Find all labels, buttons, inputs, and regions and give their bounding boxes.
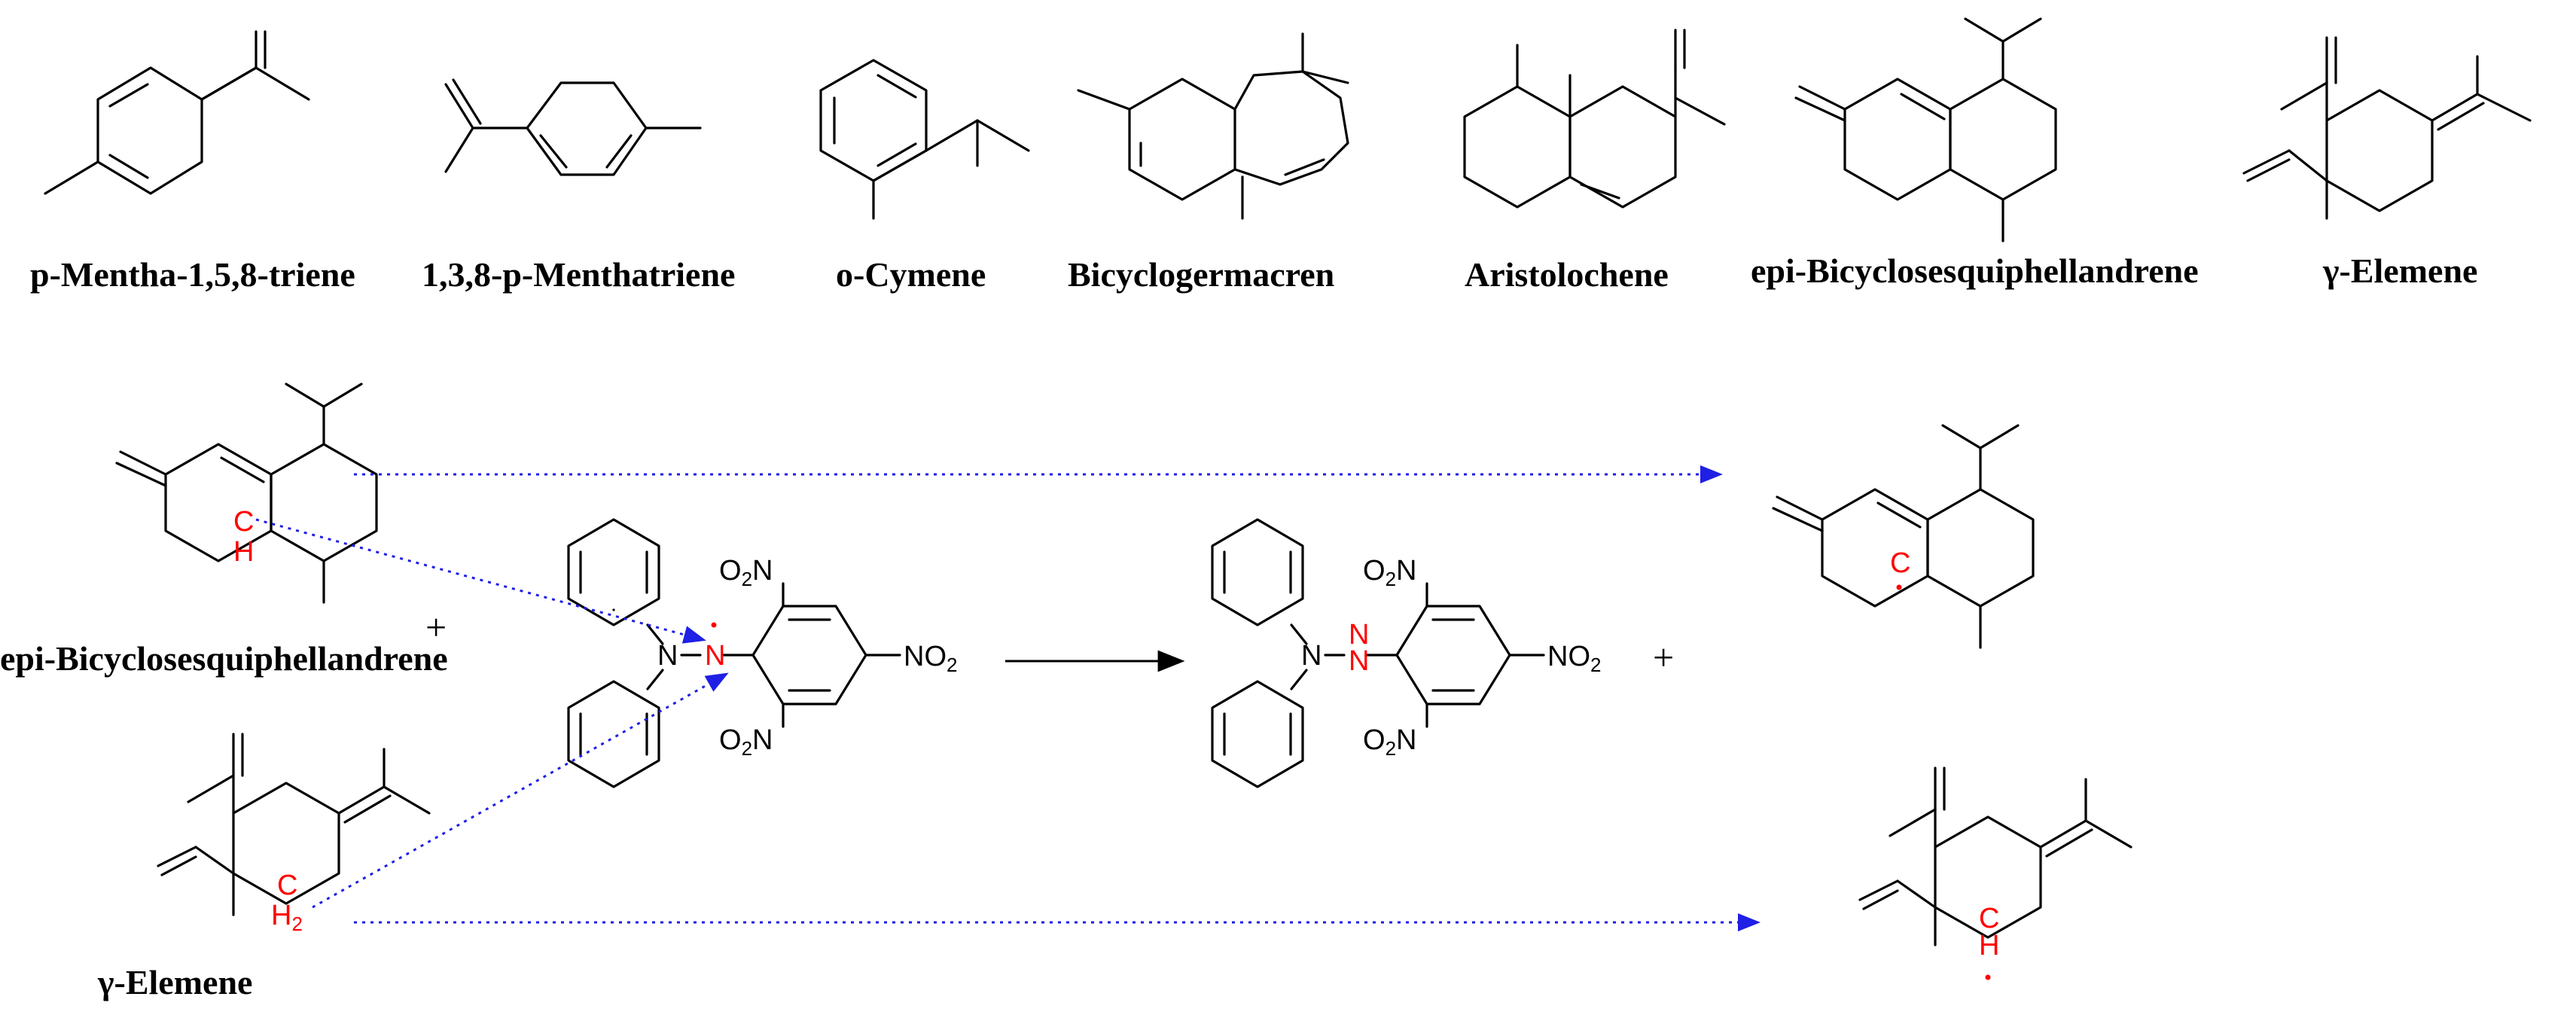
dpph-o2n-bottom: O2N <box>719 724 773 760</box>
product-o2n-top: O2N <box>1363 555 1416 590</box>
label-c-product1: C <box>1890 547 1910 579</box>
radical-dot-product1 <box>1896 584 1902 590</box>
structure-p-mentha-triene <box>44 30 310 195</box>
product-n-amine: N <box>1301 640 1322 672</box>
label-gamma-elemene-top: γ-Elemene <box>2322 251 2477 290</box>
dpph-n-radical: N <box>705 640 725 672</box>
radical-dot-dpph <box>711 622 717 628</box>
reactant-epi-bicyclo <box>115 382 378 604</box>
product-epi-bicyclo-radical <box>1772 424 2035 649</box>
label-p-mentha-triene: p-Mentha-1,5,8-triene <box>30 255 355 294</box>
label-menthatriene: 1,3,8-p-Menthatriene <box>422 255 735 294</box>
product-o2n-bottom: O2N <box>1363 724 1416 760</box>
reactant-gamma-elemene <box>157 733 431 916</box>
product-no2-right: NO2 <box>1547 641 1601 676</box>
dpph-o2n-top: O2N <box>719 555 773 590</box>
plus-sign-2: + <box>1653 636 1674 678</box>
label-h2-reactant2: H2 <box>271 900 303 935</box>
structure-gamma-elemene-top <box>2242 36 2532 220</box>
product-n-top: N <box>1349 619 1369 651</box>
structure-aristolochene <box>1463 29 1726 209</box>
dpph-no2-right: NO2 <box>904 641 957 676</box>
structure-epi-bicyclo-top <box>1794 17 2057 242</box>
plus-sign-1: + <box>425 606 447 648</box>
structure-bicyclogermacren <box>1077 32 1349 220</box>
label-h-reactant1: H <box>233 536 254 568</box>
label-c-reactant1: C <box>233 506 254 538</box>
structure-o-cymene <box>819 59 1030 220</box>
label-h-product2: H <box>1979 930 1999 962</box>
label-reactant-epi-bicyclo: epi-Bicyclosesquiphellandrene <box>0 639 448 678</box>
dpph-h-product <box>1211 518 1545 788</box>
label-reactant-gamma-elemene: γ-Elemene <box>97 963 252 1001</box>
arrow-h-to-dpph-2 <box>312 672 729 909</box>
label-epi-bicyclo: epi-Bicyclosesquiphellandrene <box>1751 251 2199 290</box>
label-c-product2: C <box>1979 903 1999 934</box>
label-aristolochene: Aristolochene <box>1465 255 1669 294</box>
arrow-h-to-dpph-1 <box>255 518 706 644</box>
dpph-radical <box>567 518 901 788</box>
structure-menthatriene <box>444 78 702 176</box>
label-bicyclogermacren: Bicyclogermacren <box>1068 255 1334 294</box>
dpph-n-amine: N <box>657 640 678 672</box>
product-n-bottom: N <box>1349 645 1369 677</box>
product-gamma-elemene-radical <box>1858 767 2132 946</box>
radical-dot-product2 <box>1985 974 1991 980</box>
label-c-reactant2: C <box>277 870 297 901</box>
label-o-cymene: o-Cymene <box>836 255 986 294</box>
